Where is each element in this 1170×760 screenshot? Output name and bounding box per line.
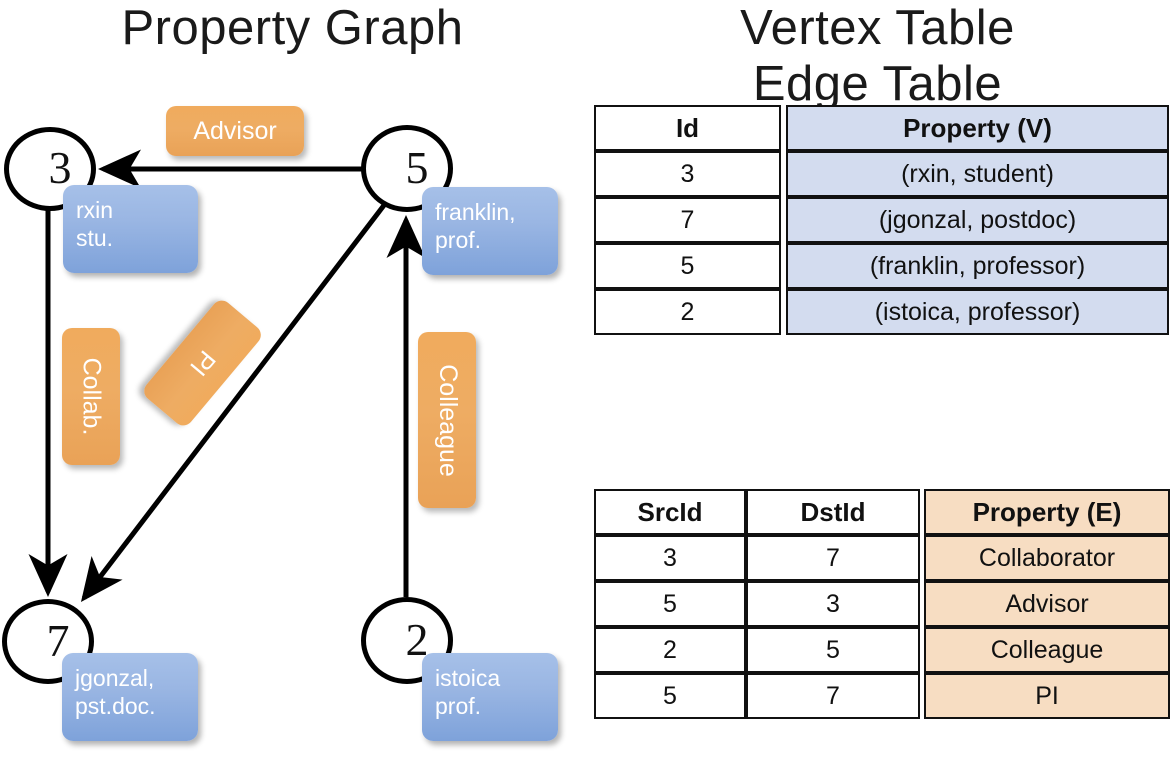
table-row[interactable]: 2 (istoica, professor) [594,289,1169,335]
graph-node-5-property-line2: prof. [435,227,482,254]
property-graph-panel: Property Graph 3 rxin stu. 5 franklin, p… [2,1,558,741]
column-gap [781,243,786,289]
column-gap [781,289,786,335]
table-row[interactable]: 5 3 Advisor [594,581,1170,627]
page-title-property-graph: Property Graph [121,1,464,55]
column-gap [781,105,786,151]
graph-node-2-id: 2 [405,613,429,665]
table-row[interactable]: 5 7 PI [594,673,1170,719]
vertex-header-property: Property (V) [786,105,1169,151]
edge-cell-property: Advisor [924,581,1170,627]
graph-edges-svg [28,149,426,602]
vertex-cell-id: 2 [594,289,781,335]
table-row[interactable]: 7 (jgonzal, postdoc) [594,197,1169,243]
column-gap [920,581,924,627]
advisor-label: Advisor [166,106,304,156]
edge-header-property: Property (E) [924,489,1170,535]
edge-cell-dstid: 7 [746,673,920,719]
graph-node-7-property: jgonzal, pst.doc. [62,653,198,741]
tables-panel: Vertex Table Id Property (V) 3 (rxin, st… [585,0,1170,760]
column-gap [920,673,924,719]
table-header-row: Id Property (V) [594,105,1169,151]
column-gap [781,197,786,243]
table-header-row: SrcId DstId Property (E) [594,489,1170,535]
vertex-cell-property: (franklin, professor) [786,243,1169,289]
vertex-cell-property: (jgonzal, postdoc) [786,197,1169,243]
edge-cell-srcid: 3 [594,535,746,581]
pi-label-text: PI [184,345,222,382]
arrow-5-to-7 [80,198,390,602]
edge-cell-property: Colleague [924,627,1170,673]
table-row[interactable]: 5 (franklin, professor) [594,243,1169,289]
vertex-cell-property: (rxin, student) [786,151,1169,197]
edge-table: SrcId DstId Property (E) 3 7 Collaborato… [594,489,1170,719]
column-gap [920,627,924,673]
edge-cell-property: PI [924,673,1170,719]
graph-node-7-property-line2: pst.doc. [75,693,156,720]
graph-node-5-id: 5 [405,141,429,193]
graph-node-5-property-line1: franklin, [435,199,516,225]
graph-node-3-property: rxin stu. [63,185,198,273]
edge-table-title: Edge Table [752,57,1003,111]
table-row[interactable]: 3 7 Collaborator [594,535,1170,581]
edge-cell-srcid: 5 [594,581,746,627]
vertex-table-title: Vertex Table [740,1,1015,55]
collab-label: Collab. [62,328,120,465]
graph-node-2-property: istoica prof. [422,653,558,741]
colleague-label: Colleague [418,332,476,508]
vertex-cell-id: 3 [594,151,781,197]
graph-node-3-property-line2: stu. [76,225,114,252]
graph-node-7-id: 7 [46,614,70,666]
graph-node-3-property-line1: rxin [76,197,114,223]
collab-label-text: Collab. [77,357,106,436]
graph-node-5[interactable]: 5 [361,125,453,212]
edge-header-dstid: DstId [746,489,920,535]
vertex-cell-id: 7 [594,197,781,243]
column-gap [920,489,924,535]
edge-header-srcid: SrcId [594,489,746,535]
table-row[interactable]: 2 5 Colleague [594,627,1170,673]
edge-cell-dstid: 7 [746,535,920,581]
graph-node-2-property-line1: istoica [435,665,501,691]
edge-cell-dstid: 3 [746,581,920,627]
graph-node-2[interactable]: 2 [361,597,453,684]
graph-node-5-property: franklin, prof. [422,187,558,275]
graph-node-2-property-line2: prof. [435,693,482,720]
column-gap [781,151,786,197]
vertex-cell-id: 5 [594,243,781,289]
vertex-table: Id Property (V) 3 (rxin, student) 7 (jgo… [594,105,1169,335]
graph-node-7-property-line1: jgonzal, [75,665,155,691]
edge-cell-dstid: 5 [746,627,920,673]
vertex-header-id: Id [594,105,781,151]
table-row[interactable]: 3 (rxin, student) [594,151,1169,197]
advisor-label-text: Advisor [193,116,277,145]
edge-cell-srcid: 2 [594,627,746,673]
column-gap [920,535,924,581]
edge-cell-srcid: 5 [594,673,746,719]
colleague-label-text: Colleague [433,363,462,477]
vertex-cell-property: (istoica, professor) [786,289,1169,335]
edge-cell-property: Collaborator [924,535,1170,581]
graph-node-3-id: 3 [48,142,72,193]
